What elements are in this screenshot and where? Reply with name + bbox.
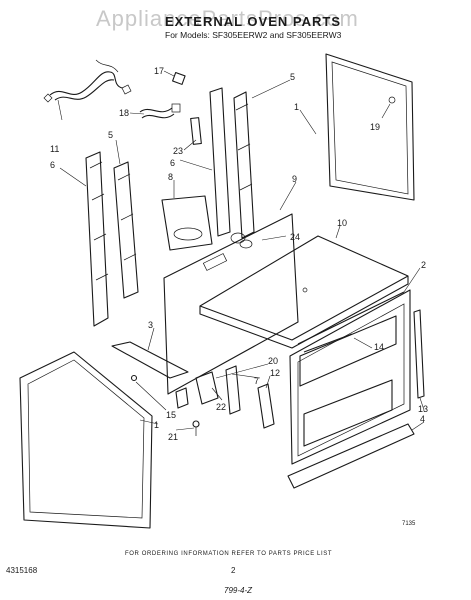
callout-6-left: 6: [50, 160, 55, 170]
callout-3: 3: [148, 320, 153, 330]
right-door-part: [325, 53, 415, 201]
document-number: 4315168: [6, 566, 38, 575]
trim-strip-part-14: [303, 333, 353, 353]
callout-17: 17: [154, 66, 164, 76]
wire-part-18: [139, 103, 181, 119]
callout-6-center: 6: [170, 158, 175, 168]
rail-part-3: [111, 341, 189, 379]
callout-21: 21: [168, 432, 178, 442]
drawing-ref-code: 7135: [402, 521, 416, 527]
wire-harness-part: [43, 59, 132, 103]
callout-10: 10: [337, 218, 347, 228]
bottom-rail-part: [287, 423, 415, 489]
page-number: 2: [231, 566, 236, 575]
callout-5-top: 5: [290, 72, 295, 82]
callout-12: 12: [270, 368, 280, 378]
callout-11: 11: [50, 144, 59, 154]
callout-1-top: 1: [294, 102, 299, 112]
side-strip-part-13: [413, 309, 425, 399]
ordering-note: FOR ORDERING INFORMATION REFER TO PARTS …: [125, 551, 333, 557]
center-rails-part: [190, 87, 255, 239]
front-frame-part: [289, 289, 411, 465]
callout-13: 13: [418, 404, 428, 414]
callout-15: 15: [166, 410, 176, 420]
callout-23: 23: [173, 146, 183, 156]
bracket-part-8: [161, 195, 213, 251]
callout-20: 20: [268, 356, 278, 366]
left-side-trim-part: [85, 151, 139, 327]
back-panel-part: [163, 213, 299, 395]
callout-8: 8: [168, 172, 173, 182]
screw-part-15: [130, 374, 138, 382]
bottom-brackets-part: [175, 365, 275, 429]
callout-4: 4: [420, 414, 425, 424]
watermark-logo: AppliancePartsPros.com: [96, 6, 359, 31]
callout-22: 22: [216, 402, 226, 412]
screw-part-21: [192, 420, 200, 436]
callout-19: 19: [370, 122, 380, 132]
top-panel-part: [199, 235, 409, 349]
screw-part-17: [172, 71, 186, 85]
models-subtitle: For Models: SF305EERW2 and SF305EERW3: [165, 30, 342, 40]
callout-5-left: 5: [108, 130, 113, 140]
leader-lines: [57, 70, 425, 431]
callout-24: 24: [290, 232, 300, 242]
date-code: 799-4-Z: [224, 586, 253, 595]
callout-9: 9: [292, 174, 297, 184]
callout-1-bottom: 1: [154, 420, 159, 430]
left-door-part: [19, 351, 153, 529]
callout-2: 2: [421, 260, 426, 270]
page-title: EXTERNAL OVEN PARTS: [165, 14, 341, 29]
callout-14: 14: [374, 342, 384, 352]
callout-18: 18: [119, 108, 129, 118]
callout-7: 7: [254, 376, 259, 386]
